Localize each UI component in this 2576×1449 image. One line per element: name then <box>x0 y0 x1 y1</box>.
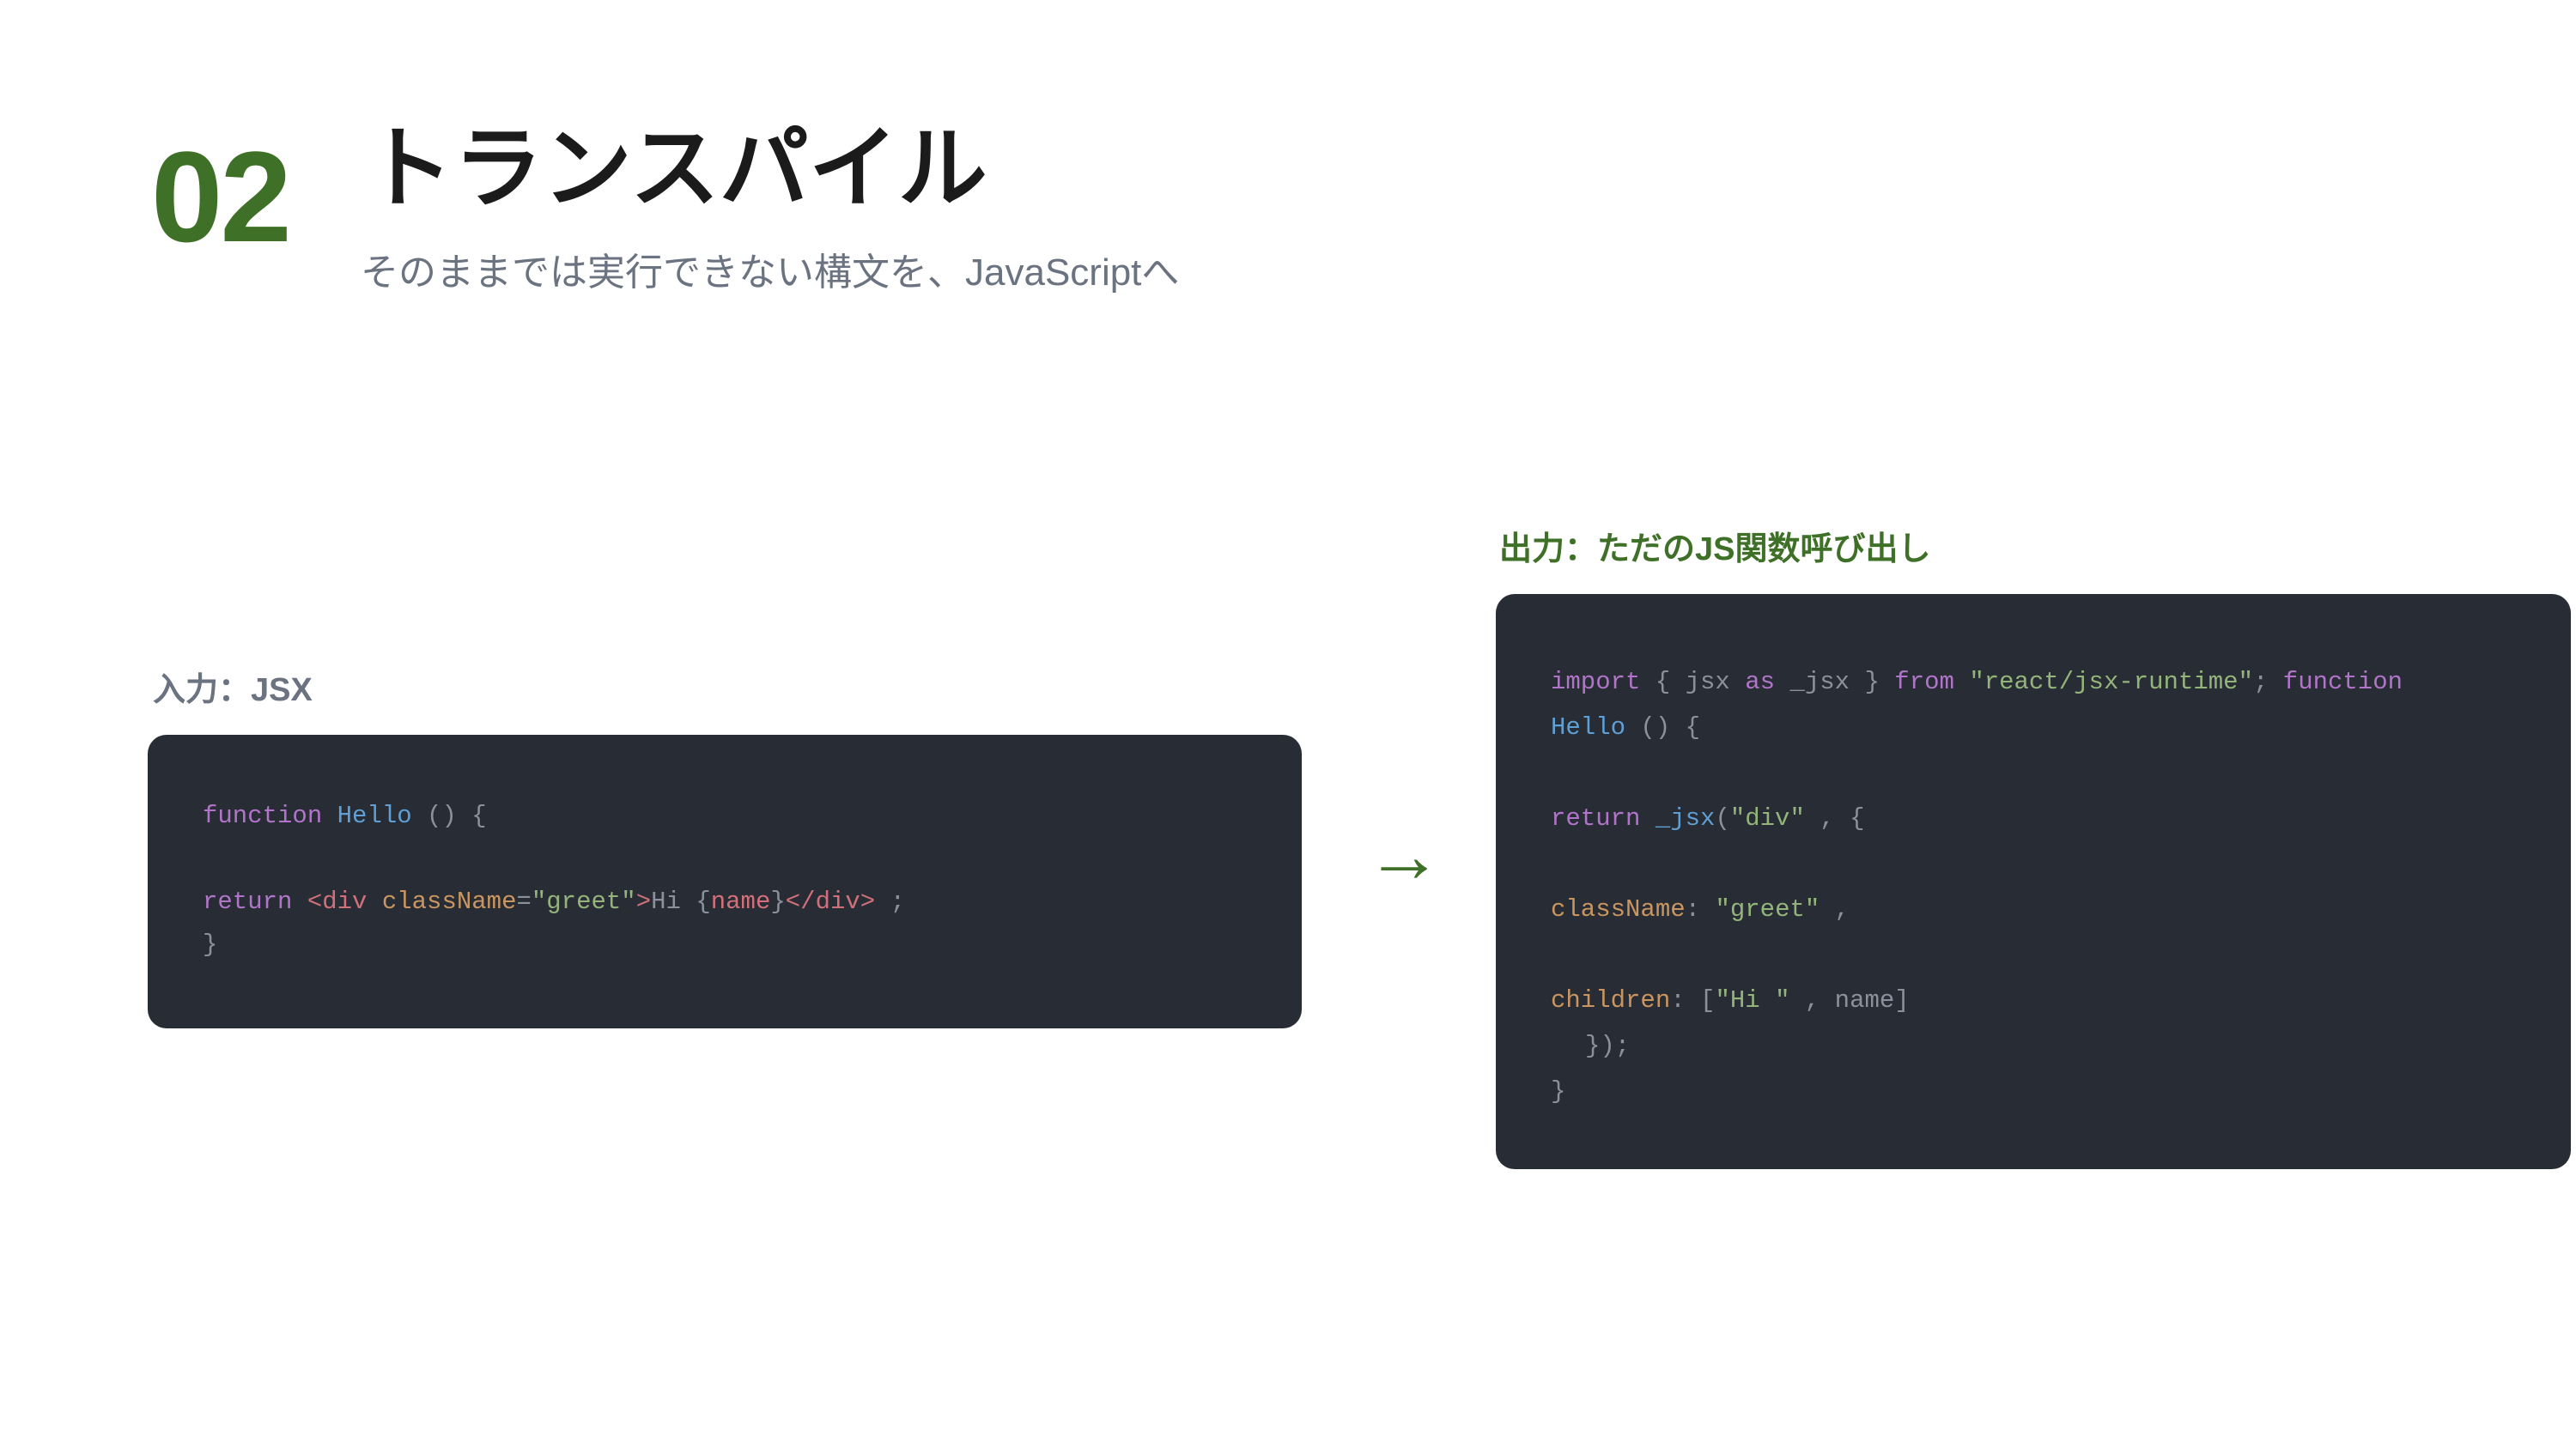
code-punctuation: : <box>1685 895 1716 924</box>
code-string: "react/jsx-runtime" <box>1953 668 2253 696</box>
code-punctuation: ; <box>2252 668 2283 696</box>
code-punctuation: _jsx } <box>1775 668 1895 696</box>
code-punctuation: { <box>696 888 711 916</box>
code-line: return <div className="greet">Hi {name}<… <box>203 881 1247 924</box>
code-attribute: className <box>367 888 517 916</box>
code-line: children: ["Hi " , name] <box>1551 978 2516 1023</box>
code-tag: </div> <box>785 888 876 916</box>
code-punctuation: , <box>1820 895 1850 924</box>
code-attribute: className <box>1551 895 1686 924</box>
code-line: return _jsx("div" , { <box>1551 796 2516 841</box>
code-keyword: function <box>203 802 323 830</box>
transform-arrow: → <box>1365 813 1443 899</box>
code-punctuation: () { <box>1625 713 1701 742</box>
code-line: } <box>203 924 1247 967</box>
code-punctuation: }); <box>1585 1032 1631 1060</box>
output-panel-label: 出力：ただのJS関数呼び出し <box>1499 531 1931 567</box>
code-keyword: as <box>1745 668 1776 696</box>
code-line-blank <box>1551 841 2516 887</box>
code-punctuation: { jsx <box>1640 668 1746 696</box>
code-function-name: _jsx <box>1640 804 1716 833</box>
code-line: Hello () { <box>1551 705 2516 750</box>
code-keyword: function <box>2282 668 2403 696</box>
code-punctuation: = <box>516 888 532 916</box>
code-keyword: return <box>1551 804 1641 833</box>
code-punctuation: } <box>203 931 218 959</box>
code-string: "div" <box>1729 804 1805 833</box>
code-punctuation: , name] <box>1789 986 1910 1015</box>
slide-number: 02 <box>151 124 292 269</box>
code-string: "Hi " <box>1715 986 1790 1015</box>
code-punctuation: , { <box>1804 804 1865 833</box>
code-line: className: "greet" , <box>1551 887 2516 932</box>
code-line-blank <box>1551 932 2516 978</box>
slide-title: トランスパイル <box>364 119 987 219</box>
code-line: function Hello () { <box>203 795 1247 838</box>
code-punctuation: } <box>770 888 786 916</box>
code-punctuation: ( <box>1715 804 1730 833</box>
code-punctuation: } <box>1551 1077 1566 1106</box>
output-code-block: import { jsx as _jsx } from "react/jsx-r… <box>1496 594 2571 1169</box>
code-punctuation: ; <box>875 888 905 916</box>
code-keyword: import <box>1551 668 1641 696</box>
code-line-blank <box>1551 750 2516 796</box>
input-panel-label: 入力：JSX <box>153 672 313 708</box>
code-function-name: Hello <box>1551 713 1626 742</box>
code-punctuation: : [ <box>1670 986 1716 1015</box>
code-punctuation: () { <box>411 802 487 830</box>
code-expression: name <box>710 888 771 916</box>
code-keyword: return <box>203 888 293 916</box>
input-code-block: function Hello () { return <div classNam… <box>148 735 1302 1028</box>
code-string: "greet" <box>1715 895 1820 924</box>
slide-subtitle: そのままでは実行できない構文を、JavaScriptへ <box>361 252 1180 294</box>
code-tag: <div <box>292 888 368 916</box>
code-line: } <box>1551 1069 2516 1114</box>
code-line: }); <box>1551 1023 2516 1069</box>
code-tag: > <box>635 888 652 916</box>
code-text: Hi <box>651 888 696 916</box>
code-string: "greet" <box>531 888 636 916</box>
code-line-blank <box>203 838 1247 881</box>
code-attribute: children <box>1551 986 1671 1015</box>
code-keyword: from <box>1894 668 1954 696</box>
code-line: import { jsx as _jsx } from "react/jsx-r… <box>1551 659 2516 705</box>
code-function-name: Hello <box>322 802 412 830</box>
